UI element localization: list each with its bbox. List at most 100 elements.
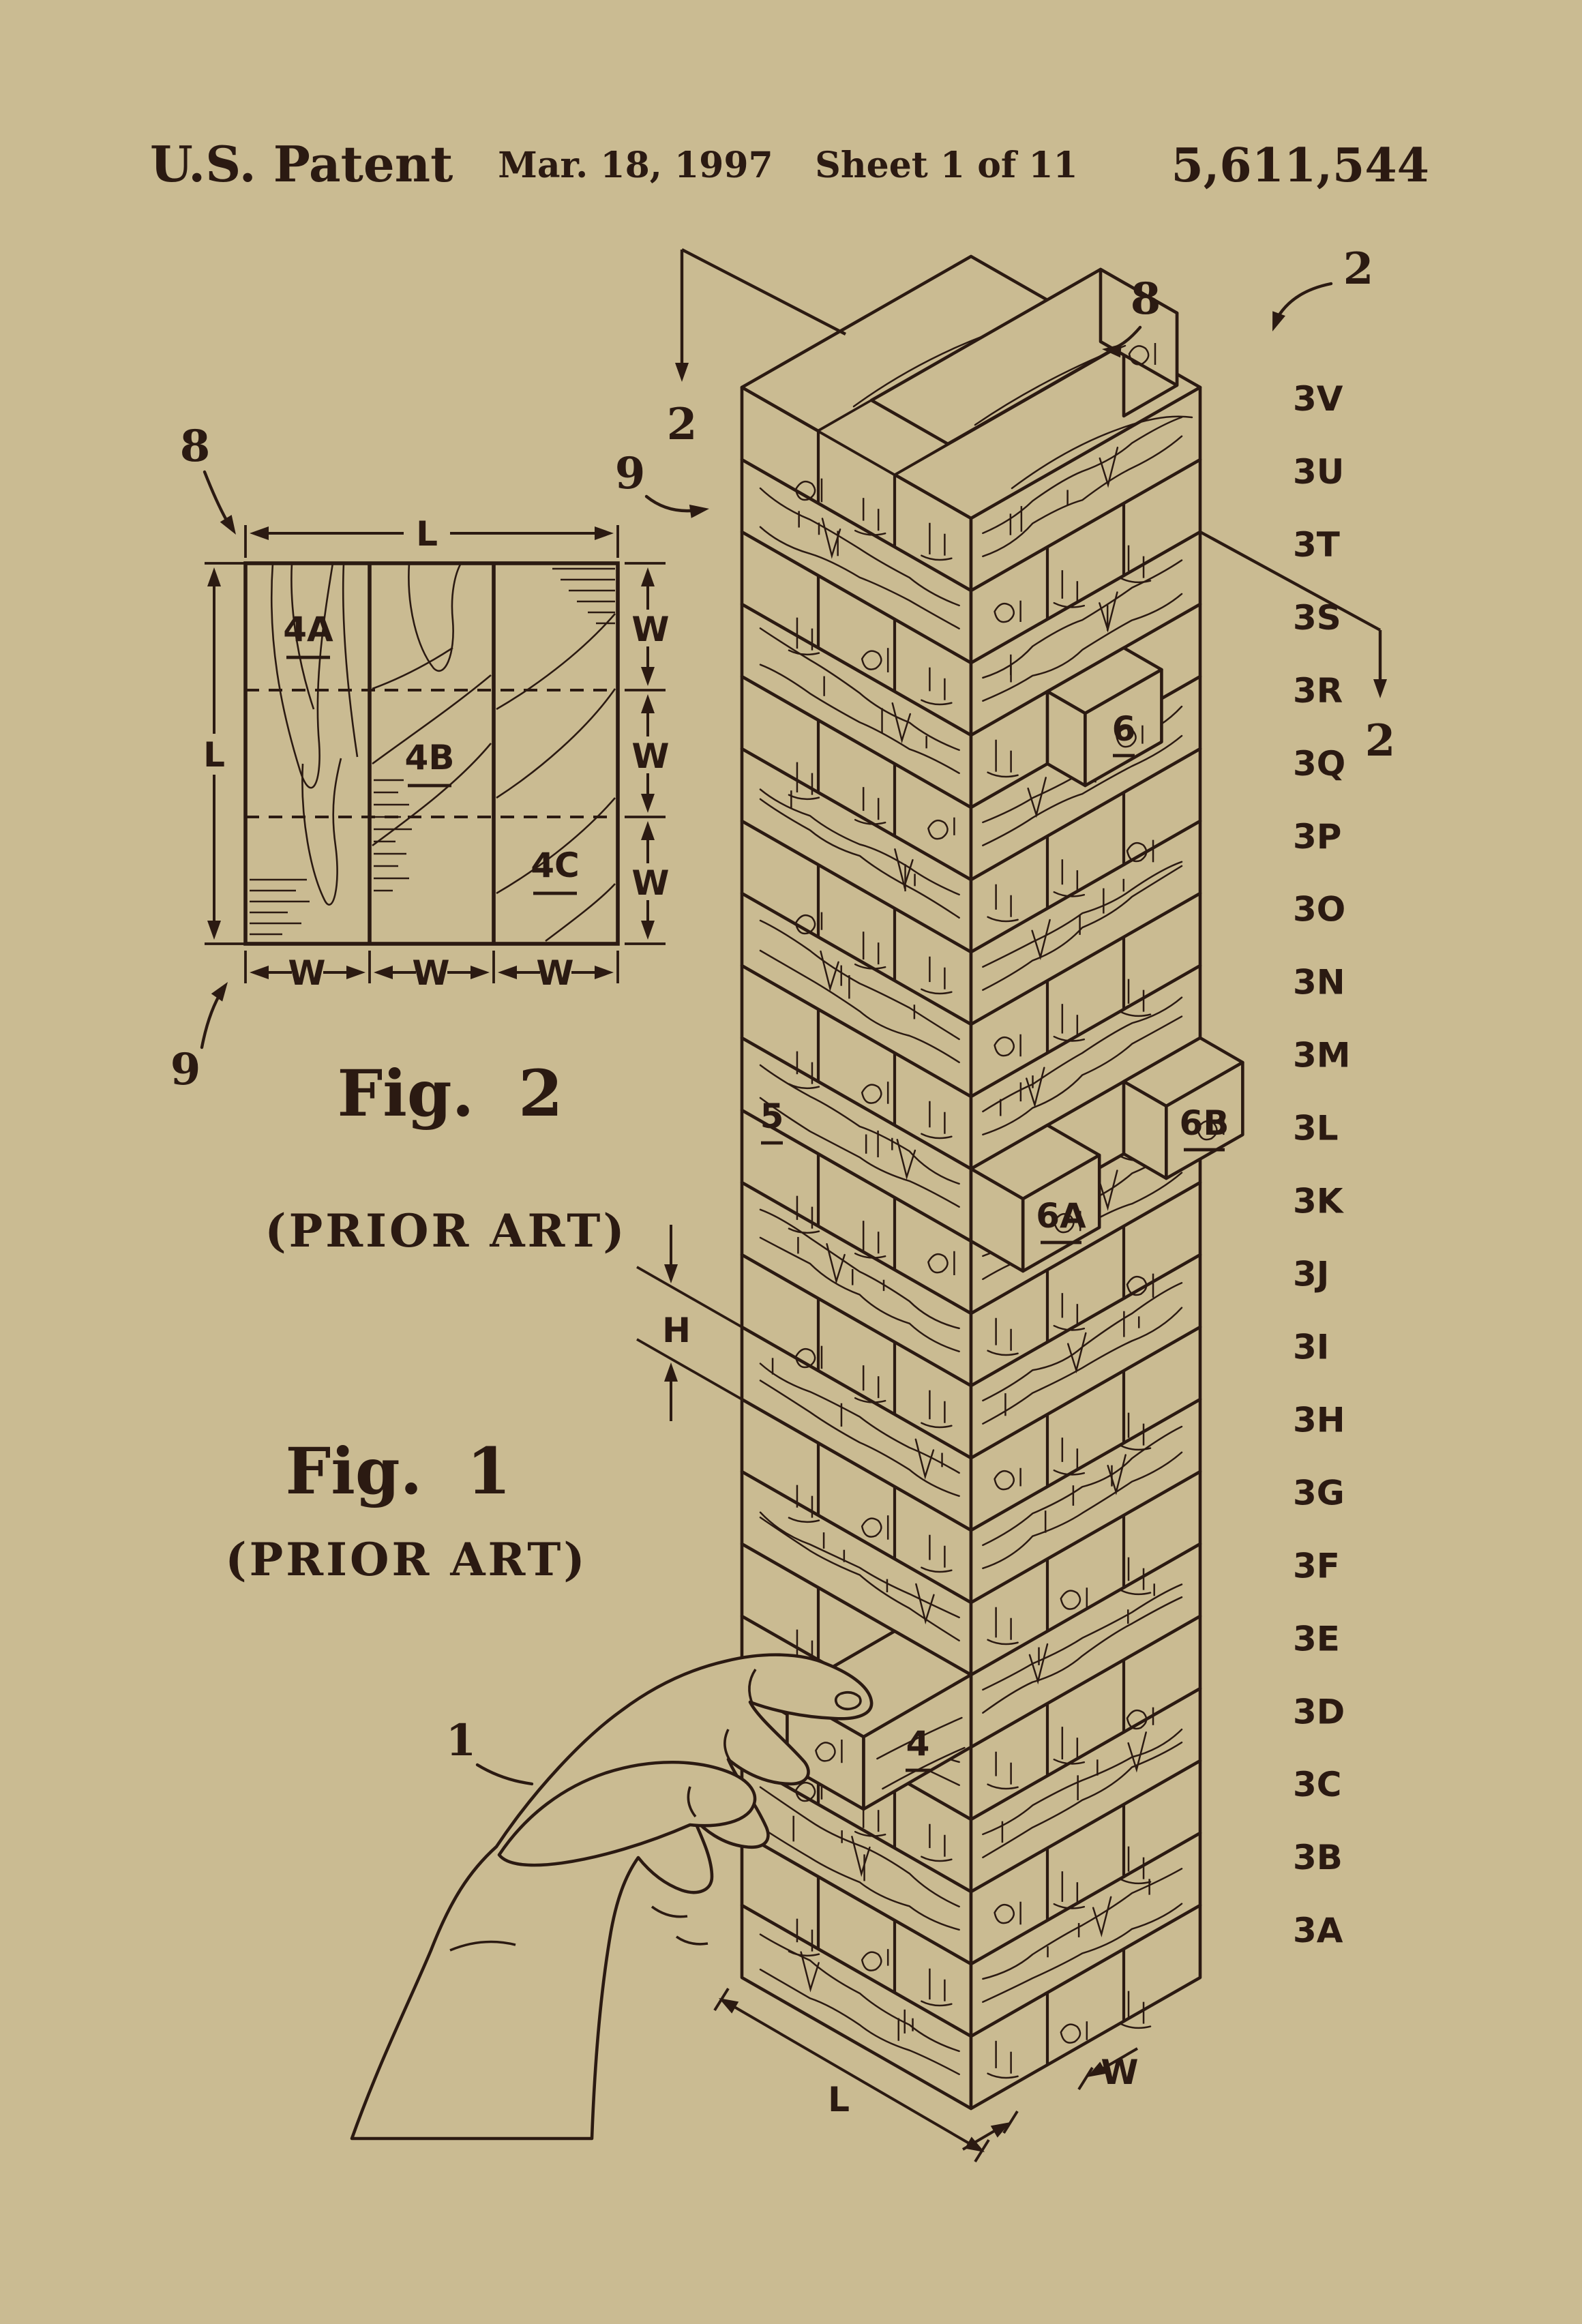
wood-grain	[1027, 777, 1047, 818]
patent-date: Mar. 18, 1997	[498, 145, 773, 186]
wood-grain	[914, 1438, 935, 1480]
wood-grain	[994, 1470, 1015, 1491]
wood-grain	[982, 559, 1183, 679]
wood-grain	[788, 1950, 820, 1957]
wood-grain	[759, 919, 960, 1041]
layer-label-3A: 3A	[1293, 1911, 1343, 1950]
layer-label-3H: 3H	[1293, 1400, 1345, 1440]
wood-grain	[1011, 415, 1193, 490]
fig1-ref-9: 9	[615, 448, 646, 499]
fig2-ref-9: 9	[170, 1044, 201, 1095]
layer-label-3I: 3I	[1293, 1327, 1329, 1367]
wood-grain	[987, 771, 1019, 778]
block-6	[1045, 646, 1163, 788]
wood-grain	[982, 435, 1183, 558]
wood-grain	[1053, 1758, 1086, 1765]
tower-layer-3A	[740, 1903, 1202, 2111]
w-arrow	[990, 2122, 1011, 2138]
wood-grain	[794, 1781, 816, 1802]
wood-grain	[794, 480, 816, 501]
fig1-annotations	[200, 248, 1387, 2163]
wood-grain	[1119, 1878, 1152, 1885]
header: U.S. Patent Mar. 18, 1997 Sheet 1 of 11 …	[150, 135, 1429, 193]
w-tick	[1077, 2066, 1094, 2091]
wood-grain	[788, 1227, 820, 1234]
fig2-dim-W-bottom-3: W	[536, 953, 573, 993]
wood-grain	[815, 1742, 836, 1762]
fig2-block-label-4b: 4B	[405, 738, 455, 777]
wood-grain	[1116, 727, 1137, 748]
wood-grain	[1127, 1731, 1147, 1773]
section-line-right	[1199, 531, 1382, 631]
wood-grain	[894, 848, 914, 890]
wood-grain	[1119, 1589, 1152, 1596]
wood-grain	[1119, 2023, 1152, 2029]
tower-layer-3P	[740, 819, 1202, 1026]
fig2-dim-W-bottom-2: W	[412, 953, 449, 993]
wood-grain	[759, 1786, 960, 1908]
fig2-arrow	[498, 966, 517, 979]
wood-grain	[1126, 1709, 1148, 1730]
wood-grain	[1099, 1170, 1118, 1211]
fig2-block-label-4c: 4C	[531, 846, 579, 885]
l-arrow	[964, 2136, 985, 2152]
wood-grain	[982, 1583, 1183, 1691]
wood-grain	[882, 1746, 966, 1790]
wood-grain	[982, 1425, 1183, 1547]
layer-label-3V: 3V	[1293, 379, 1343, 419]
wood-grain	[982, 1596, 1183, 1714]
fig1-dim-W: W	[1101, 2053, 1138, 2092]
wood-grain	[982, 416, 1183, 535]
wood-grain	[915, 1583, 935, 1625]
wood-grain	[759, 1236, 960, 1353]
h-arrow	[664, 1264, 678, 1283]
wood-grain	[759, 1208, 960, 1330]
wood-grain	[987, 1783, 1019, 1790]
wood-grain	[1126, 1275, 1148, 1296]
wood-grain	[1053, 1035, 1086, 1042]
fig2-arrow	[641, 694, 655, 713]
layer-label-3R: 3R	[1293, 671, 1343, 711]
fig2-block-label-4a: 4A	[283, 610, 333, 649]
wood-grain	[921, 1856, 953, 1862]
fig1-block-label-4: 4	[906, 1724, 930, 1763]
hand-outline	[350, 1653, 874, 2141]
fig1-dim-H: H	[662, 1311, 691, 1350]
wood-grain	[927, 819, 949, 840]
layer-label-3Q: 3Q	[1293, 744, 1345, 784]
fig1-layer-labels: 3V3U3T3S3R3Q3P3O3N3M3L3K3J3I3H3G3F3E3D3C…	[1293, 379, 1351, 1950]
wood-grain	[982, 996, 1183, 1113]
patent-title: U.S. Patent	[150, 135, 453, 193]
fig2-arrow	[595, 526, 614, 540]
tower-layer-3I	[740, 1325, 1202, 1532]
wood-grain	[788, 649, 820, 656]
wood-grain	[987, 2072, 1019, 2079]
fig2-dim-L-top: L	[416, 514, 438, 554]
wood-grain	[1197, 1120, 1218, 1141]
fig2-9-arrow	[211, 982, 228, 1002]
layer-label-3M: 3M	[1293, 1036, 1351, 1075]
wood-grain	[994, 1903, 1015, 1924]
wood-grain	[982, 1307, 1183, 1425]
wood-grain	[982, 734, 1183, 847]
wood-grain	[987, 916, 1019, 923]
wood-grain	[1053, 891, 1086, 897]
wood-grain	[927, 1253, 949, 1274]
wood-grain	[759, 627, 960, 751]
fig2-dim-W-right-3: W	[631, 863, 669, 903]
wood-grain	[921, 699, 953, 706]
wood-grain	[982, 593, 1183, 702]
wood-grain	[788, 1517, 820, 1523]
fig2-arrow	[374, 966, 393, 979]
wood-grain	[921, 1133, 953, 1139]
fig2-diagram: 4A 4B 4C L L W W W W W W 8 9 Fig. 2 (PRI…	[170, 421, 670, 1257]
l-tick	[974, 2139, 990, 2163]
wood-grain	[794, 914, 816, 935]
sheet-number: Sheet 1 of 11	[815, 145, 1077, 186]
section-arrow-left	[675, 363, 689, 382]
wood-grain	[974, 344, 1126, 426]
h-dim-ext	[636, 1338, 743, 1401]
block-6b	[1122, 1036, 1244, 1180]
